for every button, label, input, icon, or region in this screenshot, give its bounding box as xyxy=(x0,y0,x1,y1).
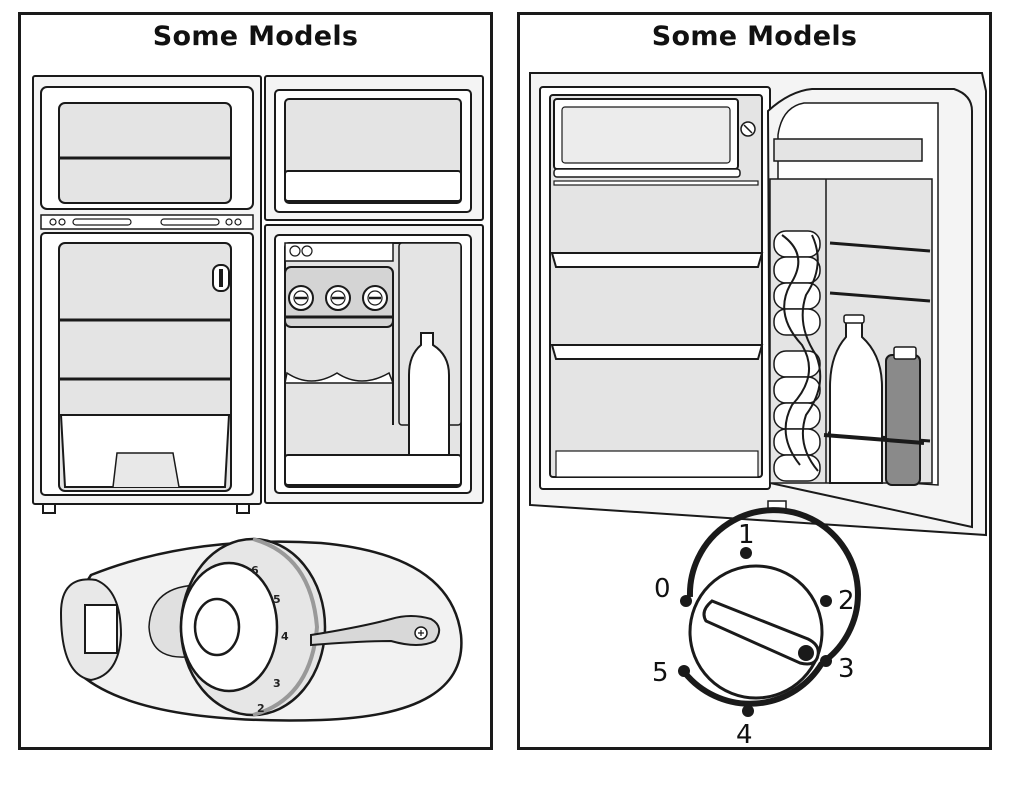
freezer-door-bin xyxy=(284,170,462,202)
light-switch xyxy=(84,604,118,654)
crisper-handle xyxy=(112,452,180,488)
dial-pointer xyxy=(702,599,820,666)
right-panel: Some Models xyxy=(517,12,992,750)
egg-tray xyxy=(284,242,394,262)
shelf-1 xyxy=(550,252,764,268)
knob-label-2: 2 xyxy=(257,702,265,715)
panel-title-right: Some Models xyxy=(651,21,858,52)
shelf-2 xyxy=(550,344,764,360)
bottle-white xyxy=(829,320,883,484)
panel-title-left: Some Models xyxy=(152,21,359,52)
crisper-drawer xyxy=(59,414,231,488)
dial-arc-upper xyxy=(686,507,861,666)
knob-center xyxy=(193,597,241,657)
temperature-dial: 1 2 3 4 5 0 xyxy=(652,507,861,747)
dial-label-0: 0 xyxy=(654,574,671,604)
dial-arc-lower xyxy=(682,661,825,707)
knob-label-5: 5 xyxy=(273,593,281,606)
door-bottom-bin xyxy=(284,454,462,486)
freezer-interior xyxy=(58,102,232,204)
knob-label-6: 6 xyxy=(251,564,259,577)
dial-label-2: 2 xyxy=(838,586,855,616)
can-dispenser xyxy=(773,230,822,482)
knob-label-3: 3 xyxy=(273,677,281,690)
two-door-fridge xyxy=(32,75,484,514)
dial-label-5: 5 xyxy=(652,658,669,688)
knob-pointer xyxy=(310,615,441,647)
left-illustration: 6 5 4 3 2 xyxy=(32,75,484,722)
dial-label-3: 3 xyxy=(838,654,855,684)
single-door-fridge xyxy=(529,72,987,537)
dial-label-4: 4 xyxy=(736,720,753,747)
door-top-shelf xyxy=(773,138,923,162)
bottle-dark xyxy=(885,354,921,486)
dial-label-1: 1 xyxy=(738,520,755,550)
knob-closeup: 6 5 4 3 2 xyxy=(59,537,463,722)
knob-label-4: 4 xyxy=(281,630,289,643)
left-panel: Some Models xyxy=(18,12,493,750)
can-rack-lower xyxy=(284,371,395,384)
right-illustration: 1 2 3 4 5 0 xyxy=(529,72,987,747)
